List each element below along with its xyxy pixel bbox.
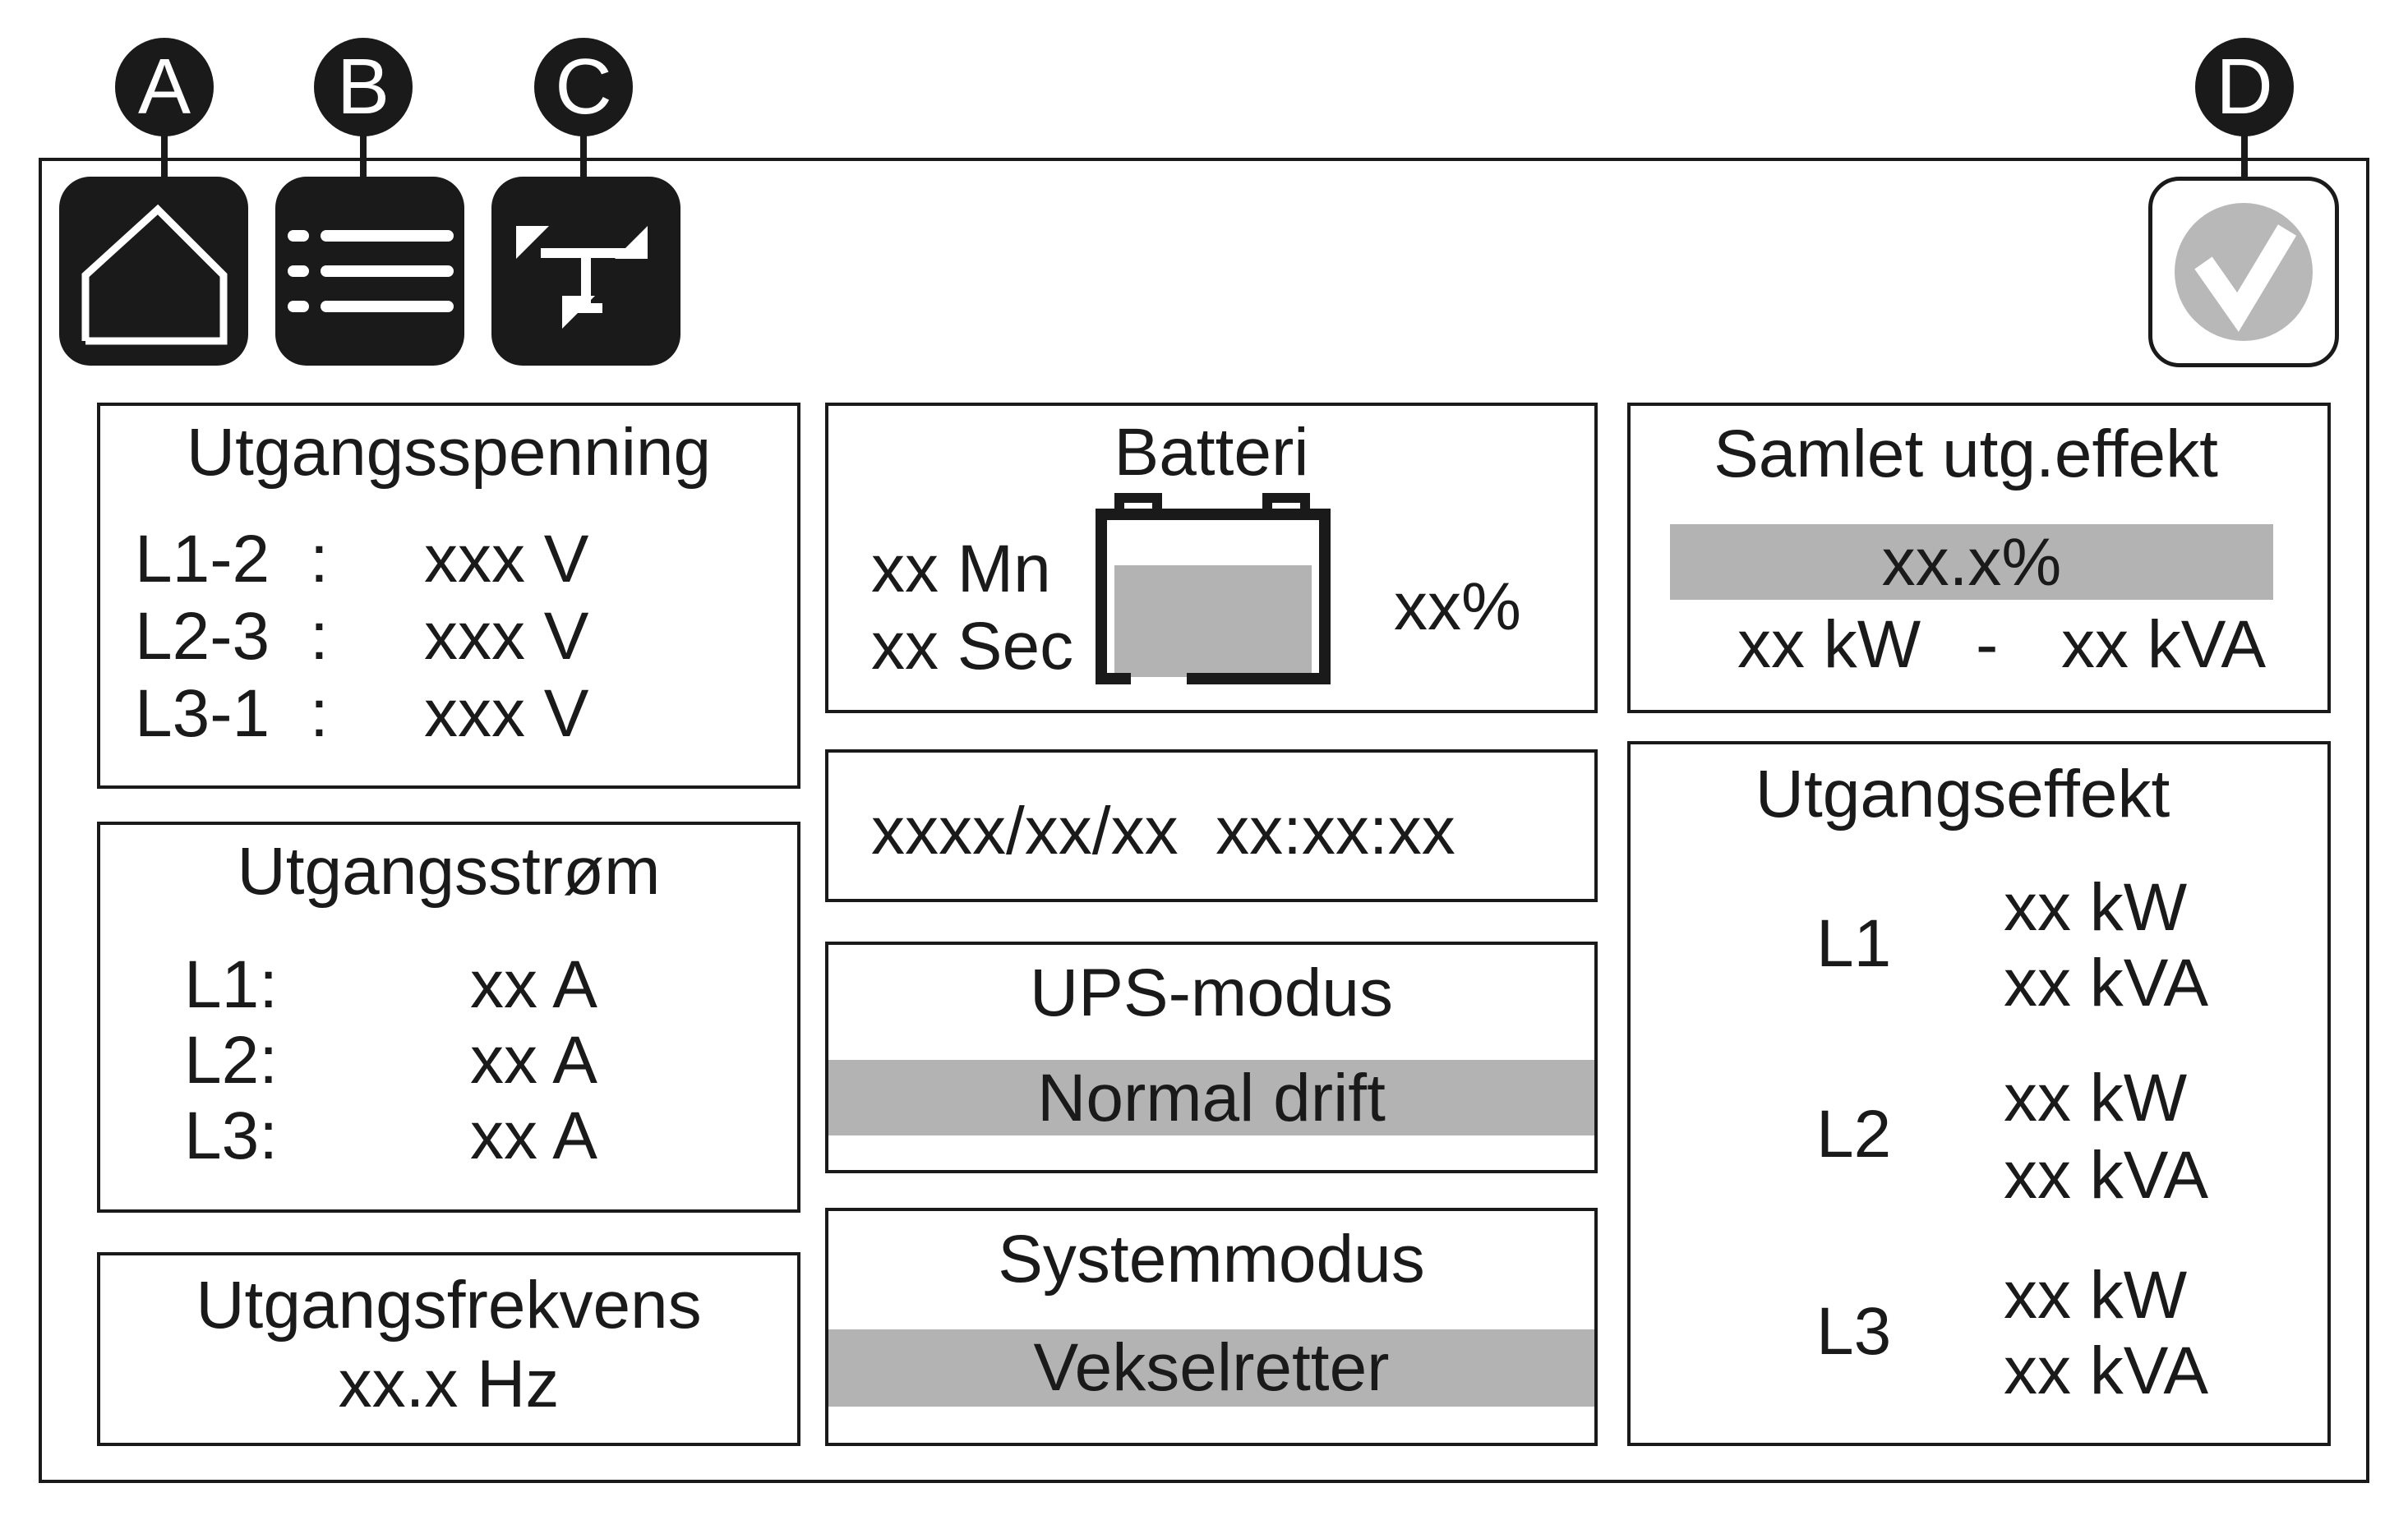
output-power-phase-kva: xx kVA (2004, 946, 2209, 1020)
callout-d-leader (2241, 131, 2248, 197)
battery-title: Batteri (1114, 415, 1309, 490)
callout-c-leader (580, 131, 587, 207)
home-button[interactable] (59, 177, 248, 366)
output-voltage-sep: : (310, 522, 329, 596)
callout-a-leader (161, 131, 168, 197)
check-icon (2175, 203, 2313, 341)
battery-minutes: xx Mn (871, 532, 1051, 606)
output-current-label: L2: (184, 1023, 278, 1098)
output-current-value: xx A (470, 947, 597, 1022)
output-frequency-title: Utgangsfrekvens (196, 1268, 702, 1343)
callout-c: C (534, 38, 633, 136)
output-voltage-panel: Utgangsspenning L1-2 : xxx V L2-3 : xxx … (97, 403, 800, 789)
battery-icon (1096, 493, 1331, 684)
output-voltage-sep: : (310, 676, 329, 751)
system-mode-title: Systemmodus (998, 1222, 1425, 1297)
output-power-phase-kva: xx kVA (2004, 1138, 2209, 1213)
output-power-phase-label: L2 (1816, 1097, 1892, 1172)
callout-a: A (115, 38, 214, 136)
callout-d: D (2195, 38, 2294, 136)
bypass-button[interactable] (491, 177, 680, 366)
output-power-phase-label: L3 (1816, 1294, 1892, 1369)
output-current-label: L3: (184, 1099, 278, 1173)
total-output-percent: xx.x% (1881, 525, 2062, 600)
status-button[interactable] (2148, 177, 2339, 367)
one-line-diagram-icon (516, 226, 648, 329)
output-voltage-value: xxx V (424, 522, 589, 596)
total-output-load-bar (1670, 524, 2273, 600)
output-power-phase-label: L1 (1816, 906, 1892, 981)
total-output-title: Samlet utg.effekt (1714, 417, 2218, 491)
output-voltage-label: L1-2 (135, 522, 270, 596)
output-voltage-label: L2-3 (135, 599, 270, 674)
system-mode-value: Vekselretter (1033, 1330, 1390, 1405)
ups-mode-value: Normal drift (1037, 1061, 1386, 1135)
display-frame (39, 158, 2369, 1483)
output-current-value: xx A (470, 1099, 597, 1173)
datetime-value: xxxx/xx/xx xx:xx:xx (871, 794, 1455, 868)
total-output-dash: - (1976, 607, 1999, 682)
output-power-phase-kw: xx kW (2004, 870, 2188, 945)
total-output-panel: Samlet utg.effekt xx.x% xx kW - xx kVA (1627, 403, 2331, 713)
callout-b-leader (360, 131, 367, 207)
ups-mode-panel: UPS-modus Normal drift (825, 942, 1598, 1173)
home-icon (81, 204, 228, 345)
ups-mode-title: UPS-modus (1029, 956, 1394, 1030)
total-output-kw: xx kW (1737, 607, 1921, 682)
output-power-phase-kw: xx kW (2004, 1258, 2188, 1333)
menu-button[interactable] (275, 177, 464, 366)
output-power-panel: Utgangseffekt L1 xx kW xx kVA L2 xx kW x… (1627, 741, 2331, 1446)
datetime-panel: xxxx/xx/xx xx:xx:xx (825, 749, 1598, 902)
output-frequency-value: xx.x Hz (338, 1347, 560, 1421)
output-current-panel: Utgangsstrøm L1: xx A L2: xx A L3: xx A (97, 822, 800, 1213)
output-current-label: L1: (184, 947, 278, 1022)
system-mode-panel: Systemmodus Vekselretter (825, 1208, 1598, 1446)
output-voltage-sep: : (310, 599, 329, 674)
ups-mode-highlight (828, 1060, 1594, 1135)
battery-panel: Batteri xx Mn xx Sec xx% (825, 403, 1598, 713)
battery-percent: xx% (1394, 569, 1521, 644)
output-voltage-label: L3-1 (135, 676, 270, 751)
output-voltage-value: xxx V (424, 676, 589, 751)
callout-b: B (314, 38, 413, 136)
output-voltage-title: Utgangsspenning (186, 415, 712, 490)
menu-icon (288, 230, 454, 312)
output-power-title: Utgangseffekt (1755, 757, 2170, 831)
output-current-title: Utgangsstrøm (237, 834, 661, 909)
output-current-value: xx A (470, 1023, 597, 1098)
total-output-kva: xx kVA (2061, 607, 2267, 682)
battery-seconds: xx Sec (871, 609, 1074, 684)
system-mode-highlight (828, 1329, 1594, 1407)
output-voltage-value: xxx V (424, 599, 589, 674)
output-power-phase-kva: xx kVA (2004, 1333, 2209, 1408)
output-power-phase-kw: xx kW (2004, 1061, 2188, 1135)
output-frequency-panel: Utgangsfrekvens xx.x Hz (97, 1252, 800, 1446)
